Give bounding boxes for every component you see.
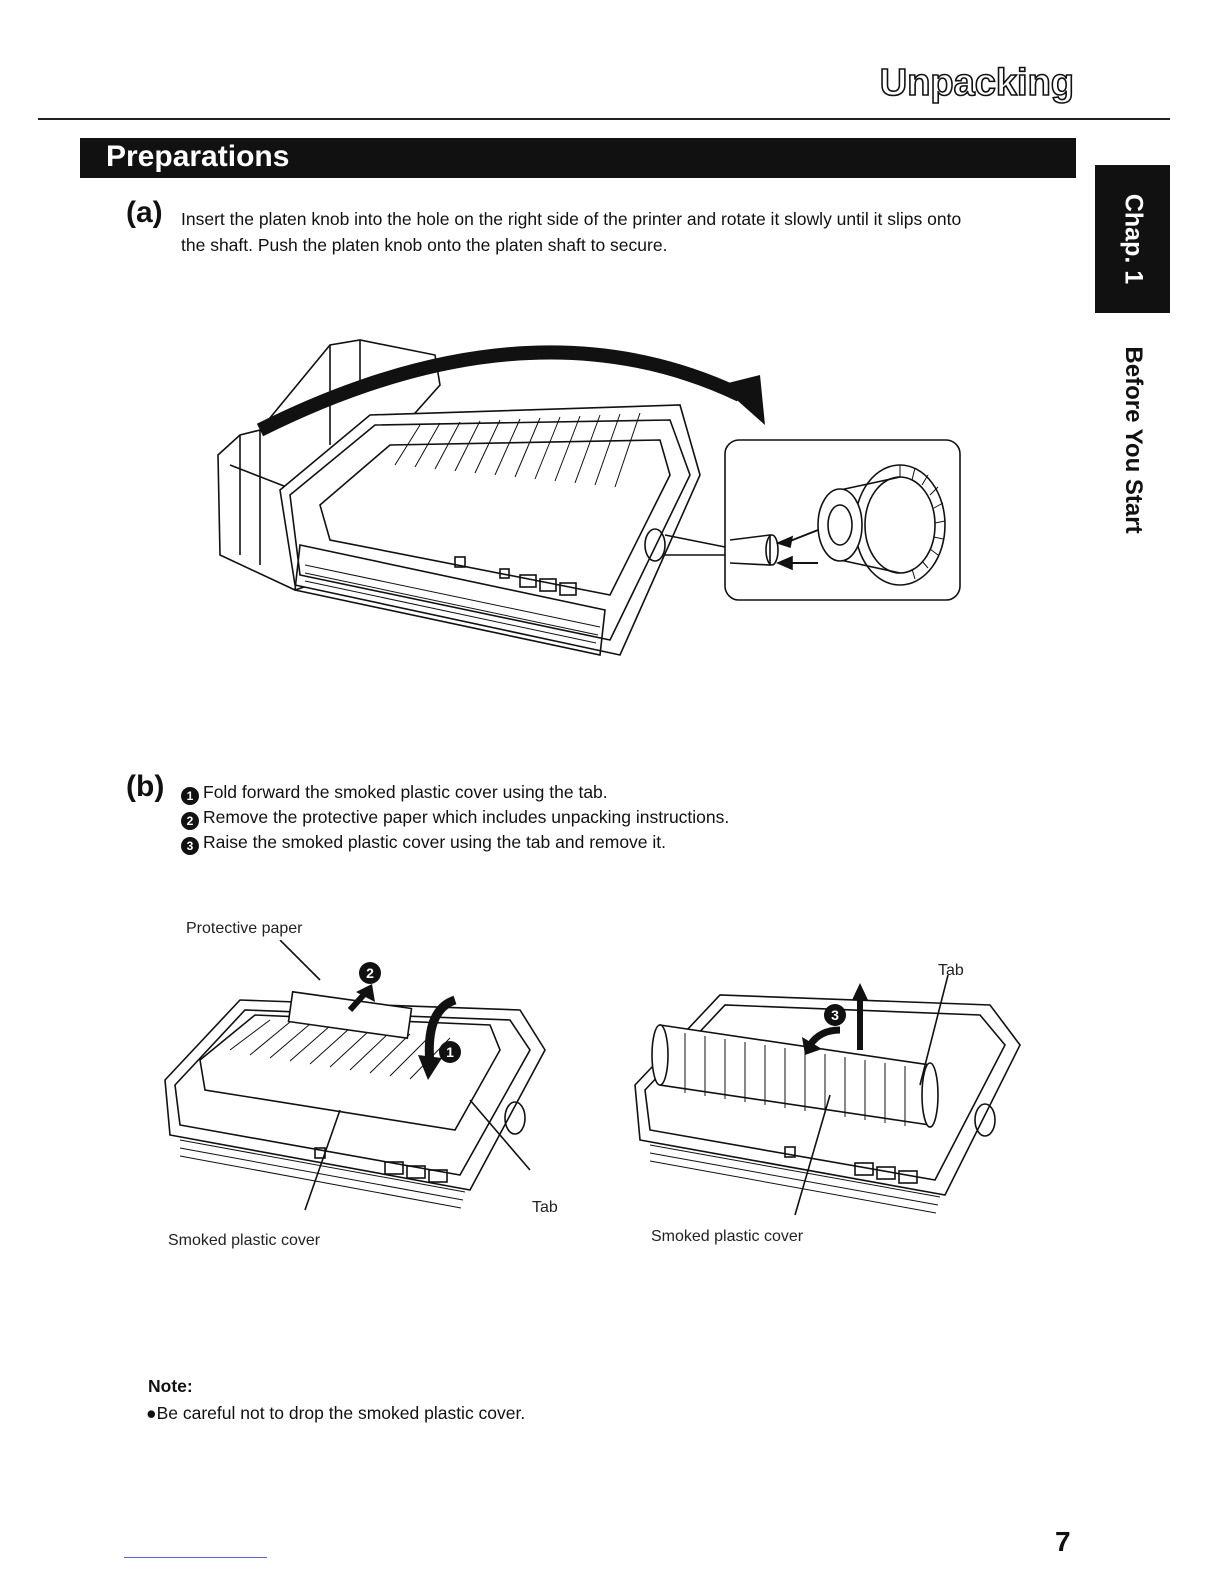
label-smoked-cover-left: Smoked plastic cover bbox=[168, 1232, 321, 1249]
note-title: Note: bbox=[148, 1376, 193, 1396]
chapter-tab: Chap. 1 bbox=[1095, 165, 1170, 313]
chapter-side-label-text: Before You Start bbox=[1119, 346, 1147, 534]
step-marker-icon: 2 bbox=[181, 812, 199, 830]
step-marker-icon: 3 bbox=[181, 837, 199, 855]
step-marker-icon: 1 bbox=[181, 787, 199, 805]
label-tab-left: Tab bbox=[532, 1199, 558, 1216]
marker-3-icon: 3 bbox=[824, 1004, 846, 1026]
step-b-letter: (b) bbox=[126, 770, 165, 803]
label-protective-paper: Protective paper bbox=[186, 920, 303, 937]
header-rule bbox=[38, 118, 1170, 120]
chapter-side-label: Before You Start bbox=[1095, 340, 1170, 540]
step-a-letter: (a) bbox=[126, 196, 163, 229]
chapter-tab-label: Chap. 1 bbox=[1119, 193, 1147, 285]
svg-text:3: 3 bbox=[831, 1007, 839, 1023]
marker-1-icon: 1 bbox=[439, 1041, 461, 1063]
platen-knob-illustration bbox=[217, 339, 961, 656]
svg-text:2: 2 bbox=[366, 965, 374, 981]
label-smoked-cover-right: Smoked plastic cover bbox=[651, 1228, 804, 1245]
footer-rule bbox=[124, 1557, 267, 1558]
raise-cover-illustration: 3 bbox=[634, 975, 1021, 1216]
svg-text:1: 1 bbox=[446, 1044, 454, 1060]
step-a-text: Insert the platen knob into the hole on … bbox=[181, 206, 1081, 258]
step-b-item-2-text: Remove the protective paper which includ… bbox=[203, 807, 730, 827]
step-a-line-1: Insert the platen knob into the hole on … bbox=[181, 209, 962, 229]
page-number: 7 bbox=[1055, 1526, 1071, 1557]
note-text: ●Be careful not to drop the smoked plast… bbox=[146, 1403, 526, 1423]
page-header-title: Unpacking bbox=[879, 61, 1075, 105]
section-title: Preparations bbox=[106, 140, 290, 173]
label-tab-right: Tab bbox=[938, 962, 964, 979]
fold-cover-illustration: 2 1 bbox=[164, 940, 546, 1211]
section-bar: Preparations bbox=[80, 138, 1076, 178]
step-a-line-2: the shaft. Push the platen knob onto the… bbox=[181, 235, 668, 255]
marker-2-icon: 2 bbox=[359, 962, 381, 984]
step-b-item-1-text: Fold forward the smoked plastic cover us… bbox=[203, 782, 608, 802]
step-b-item-3-text: Raise the smoked plastic cover using the… bbox=[203, 832, 667, 852]
